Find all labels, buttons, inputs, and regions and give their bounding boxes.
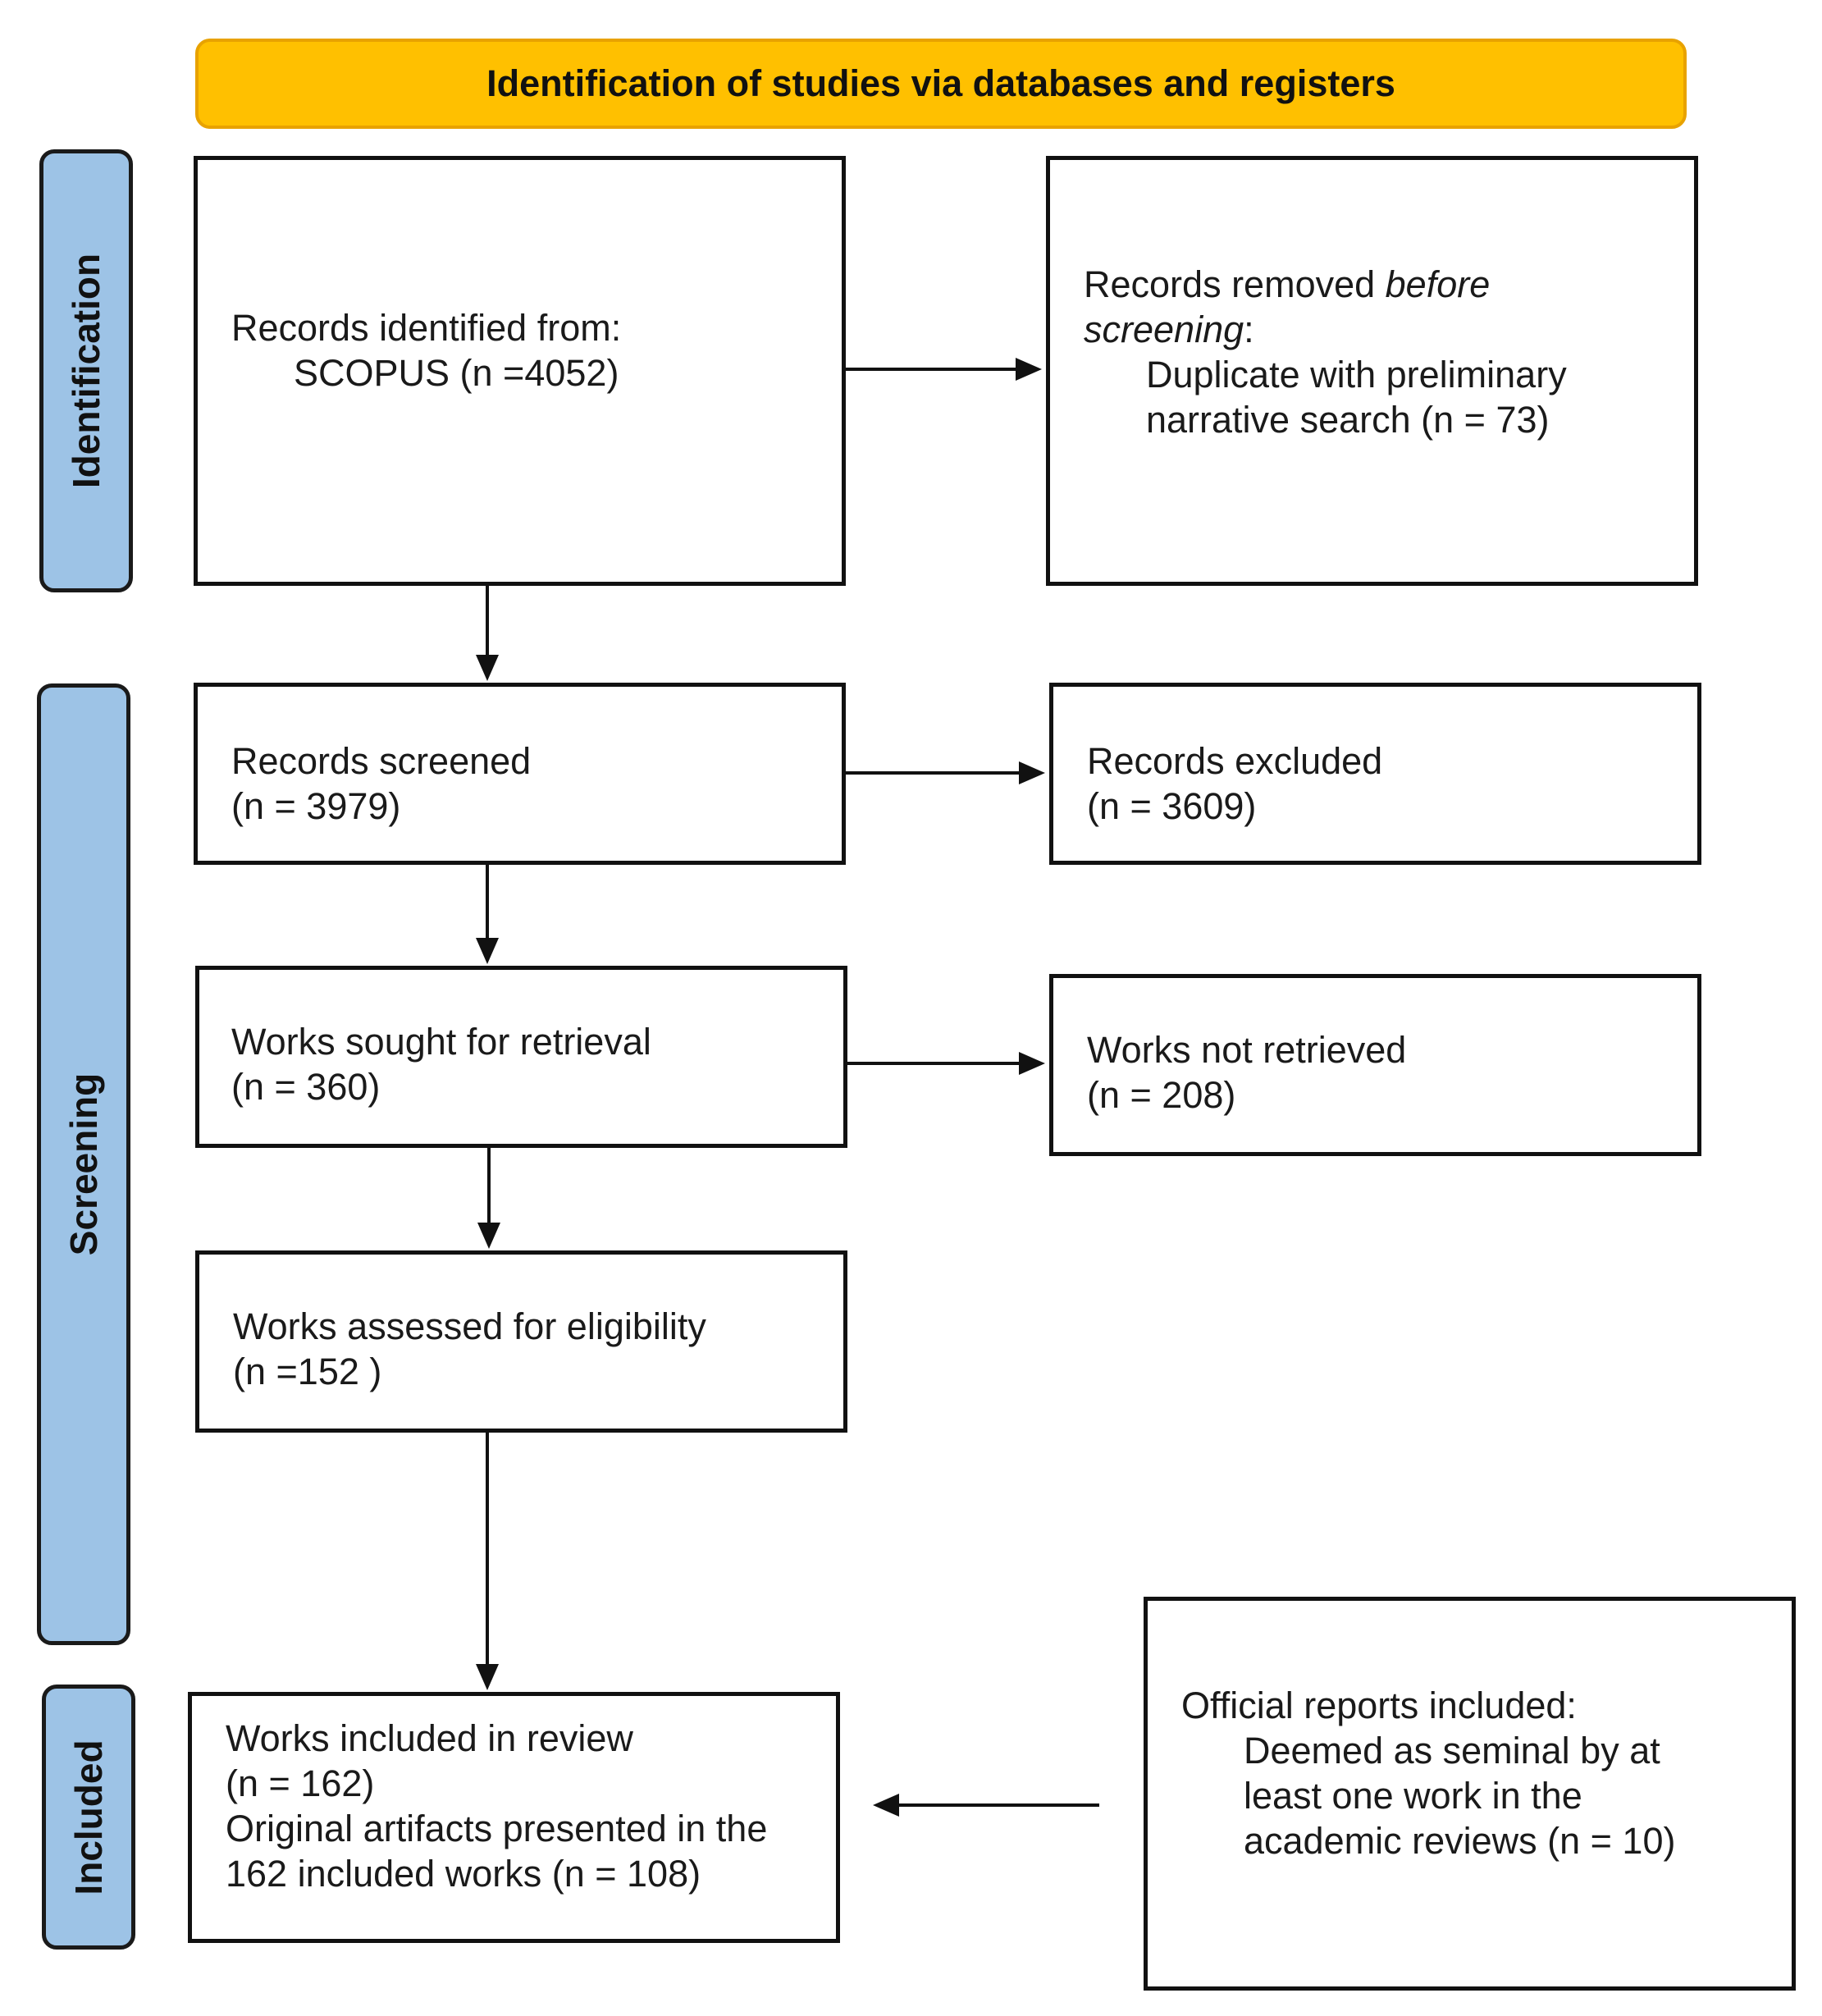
box-records-excluded: Records excluded (n = 3609) (1049, 683, 1701, 865)
arrowhead-sought-to-not-retrieved (1019, 1052, 1045, 1075)
records-removed-line4: narrative search (n = 73) (1146, 399, 1550, 441)
arrowhead-screened-to-excluded (1019, 761, 1045, 784)
records-removed-line3: Duplicate with preliminary (1146, 354, 1567, 395)
works-not-retrieved-label: Works not retrieved (1087, 1029, 1407, 1071)
box-records-removed: Records removed before screening: Duplic… (1046, 156, 1698, 586)
records-removed-colon: : (1244, 309, 1254, 350)
records-identified-label: Records identified from: (231, 307, 622, 349)
arrowhead-screened-to-sought (476, 938, 499, 964)
records-screened-count: (n = 3979) (231, 785, 401, 827)
phase-screening: Screening (37, 683, 130, 1645)
works-sought-label: Works sought for retrieval (231, 1021, 651, 1063)
works-not-retrieved-count: (n = 208) (1087, 1074, 1236, 1116)
arrowhead-identified-to-removed (1016, 358, 1042, 381)
box-records-screened: Records screened (n = 3979) (194, 683, 846, 865)
official-reports-label: Official reports included: (1181, 1685, 1577, 1726)
box-official-reports: Official reports included: Deemed as sem… (1144, 1597, 1796, 1991)
works-included-label: Works included in review (226, 1717, 633, 1759)
arrowhead-sought-to-assessed (477, 1223, 500, 1249)
phase-identification: Identification (39, 149, 133, 592)
records-removed-line2: screening: (1084, 307, 1694, 352)
box-records-identified: Records identified from: SCOPUS (n =4052… (194, 156, 846, 586)
records-removed-line1: Records removed before (1084, 262, 1694, 307)
works-included-count: (n = 162) (226, 1762, 375, 1804)
works-sought-count: (n = 360) (231, 1066, 381, 1108)
works-included-artifacts: Original artifacts presented in the (226, 1808, 768, 1849)
box-works-not-retrieved: Works not retrieved (n = 208) (1049, 974, 1701, 1156)
works-included-artifacts-count: 162 included works (n = 108) (226, 1853, 701, 1895)
arrowhead-identified-to-screened (476, 655, 499, 681)
records-removed-text: Records removed (1084, 263, 1386, 305)
arrowhead-assessed-to-included (476, 1664, 499, 1690)
box-works-included: Works included in review (n = 162) Origi… (188, 1692, 840, 1943)
box-works-assessed: Works assessed for eligibility (n =152 ) (195, 1250, 847, 1433)
records-excluded-count: (n = 3609) (1087, 785, 1257, 827)
official-reports-line2: Deemed as seminal by at (1244, 1730, 1660, 1771)
works-assessed-label: Works assessed for eligibility (233, 1305, 706, 1347)
phase-included: Included (42, 1685, 135, 1950)
records-removed-screening: screening (1084, 309, 1244, 350)
records-excluded-label: Records excluded (1087, 740, 1383, 782)
header-title: Identification of studies via databases … (486, 62, 1395, 104)
records-identified-count: SCOPUS (n =4052) (294, 352, 619, 394)
records-removed-before: before (1385, 263, 1491, 305)
works-assessed-count: (n =152 ) (233, 1351, 382, 1392)
header-banner: Identification of studies via databases … (195, 39, 1687, 129)
official-reports-line3: least one work in the (1244, 1775, 1582, 1817)
box-works-sought: Works sought for retrieval (n = 360) (195, 966, 847, 1148)
arrowhead-official-to-included (873, 1794, 899, 1817)
records-screened-label: Records screened (231, 740, 532, 782)
official-reports-line4: academic reviews (n = 10) (1244, 1820, 1676, 1862)
